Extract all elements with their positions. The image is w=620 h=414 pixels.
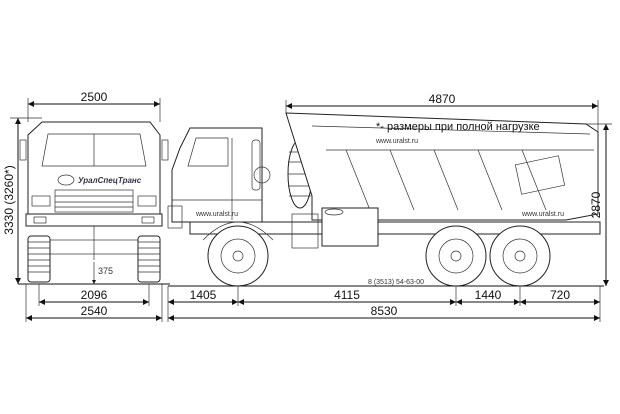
front-right-tire bbox=[137, 235, 161, 283]
front-fender bbox=[202, 221, 274, 241]
left-mirror bbox=[19, 139, 27, 161]
front-bumper bbox=[25, 213, 163, 227]
tipper-body bbox=[285, 112, 599, 221]
right-mirror bbox=[161, 139, 169, 161]
front-brand-text: УралСпецТранс bbox=[78, 176, 142, 185]
middle-wheel bbox=[425, 225, 487, 287]
fuel-tank bbox=[321, 207, 379, 247]
body-height-label: 2870 bbox=[589, 191, 603, 218]
front-dimensions: 2500 3330 (3260*) 2096 2540 bbox=[2, 90, 163, 322]
front-overhang-label: 1405 bbox=[190, 288, 217, 302]
overall-length-label: 8530 bbox=[371, 304, 398, 318]
side-cab-website: www.uralst.ru bbox=[195, 211, 238, 218]
body-length-label: 4870 bbox=[429, 92, 456, 106]
battery-box bbox=[291, 213, 319, 249]
front-windshield bbox=[41, 133, 147, 167]
overall-height-label: 3330 (3260*) bbox=[2, 165, 16, 234]
side-cab-outline bbox=[171, 127, 263, 223]
front-track-label: 2096 bbox=[81, 288, 108, 302]
chassis-frame bbox=[189, 221, 601, 235]
phone-number: 8 (3513) 54-63-00 bbox=[368, 279, 424, 286]
body-ribs bbox=[345, 149, 547, 211]
front-grille bbox=[54, 189, 134, 213]
clearance-label: 375 bbox=[98, 266, 113, 276]
left-headlight bbox=[31, 195, 51, 207]
front-left-tire bbox=[27, 235, 51, 283]
front-view: УралСпецТранс 375 bbox=[18, 121, 170, 285]
rear-overhang-label: 720 bbox=[550, 288, 570, 302]
loaded-note: *- размеры при полной нагрузке bbox=[376, 121, 540, 133]
side-dimensions: *- размеры при полной нагрузке 4870 2870… bbox=[167, 92, 612, 322]
side-view: www.uralst.ru www.uralst.ru www.uralst.r… bbox=[167, 112, 604, 287]
rear-wheel bbox=[489, 225, 551, 287]
overall-width-label: 2540 bbox=[81, 304, 108, 318]
right-headlight bbox=[137, 195, 157, 207]
front-width-label: 2500 bbox=[81, 90, 108, 104]
rear-website: www.uralst.ru bbox=[521, 211, 564, 218]
exhaust-stack bbox=[251, 139, 261, 191]
brand-logo-icon bbox=[57, 174, 75, 186]
front-wheel bbox=[207, 225, 269, 287]
wheelbase-1-label: 4115 bbox=[334, 288, 360, 302]
body-website: www.uralst.ru bbox=[375, 138, 418, 145]
air-filter bbox=[253, 166, 271, 184]
wheelbase-2-label: 1440 bbox=[475, 288, 502, 302]
side-cab-window bbox=[187, 137, 229, 167]
